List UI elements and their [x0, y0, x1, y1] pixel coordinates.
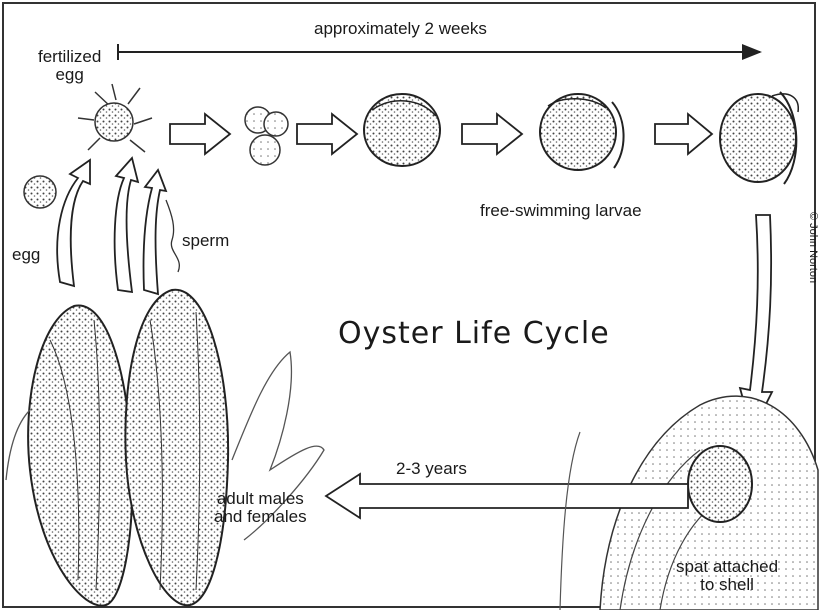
larva-late [720, 92, 798, 184]
sperm-squiggle [166, 200, 179, 272]
sperm-label: sperm [182, 232, 229, 250]
cleavage-cells [245, 107, 288, 165]
adult-oysters [6, 290, 324, 606]
larva-middle [540, 94, 624, 170]
illustrator-credit: © John Norton [806, 212, 818, 283]
growth-period-label: 2-3 years [396, 460, 467, 478]
larvae-label: free-swimming larvae [480, 202, 642, 220]
fertilized-egg-label: fertilized egg [38, 48, 101, 84]
fertilized-egg [78, 84, 152, 152]
larva-early [364, 94, 440, 166]
background-shell-outline [560, 432, 580, 610]
egg-label: egg [12, 246, 40, 264]
egg-cell [24, 176, 56, 208]
larval-period-label: approximately 2 weeks [314, 20, 487, 38]
spat-label: spat attached to shell [676, 558, 778, 594]
fertilization-arrows [57, 158, 166, 294]
adults-label: adult males and females [214, 490, 307, 526]
diagram-title: Oyster Life Cycle [338, 318, 610, 350]
